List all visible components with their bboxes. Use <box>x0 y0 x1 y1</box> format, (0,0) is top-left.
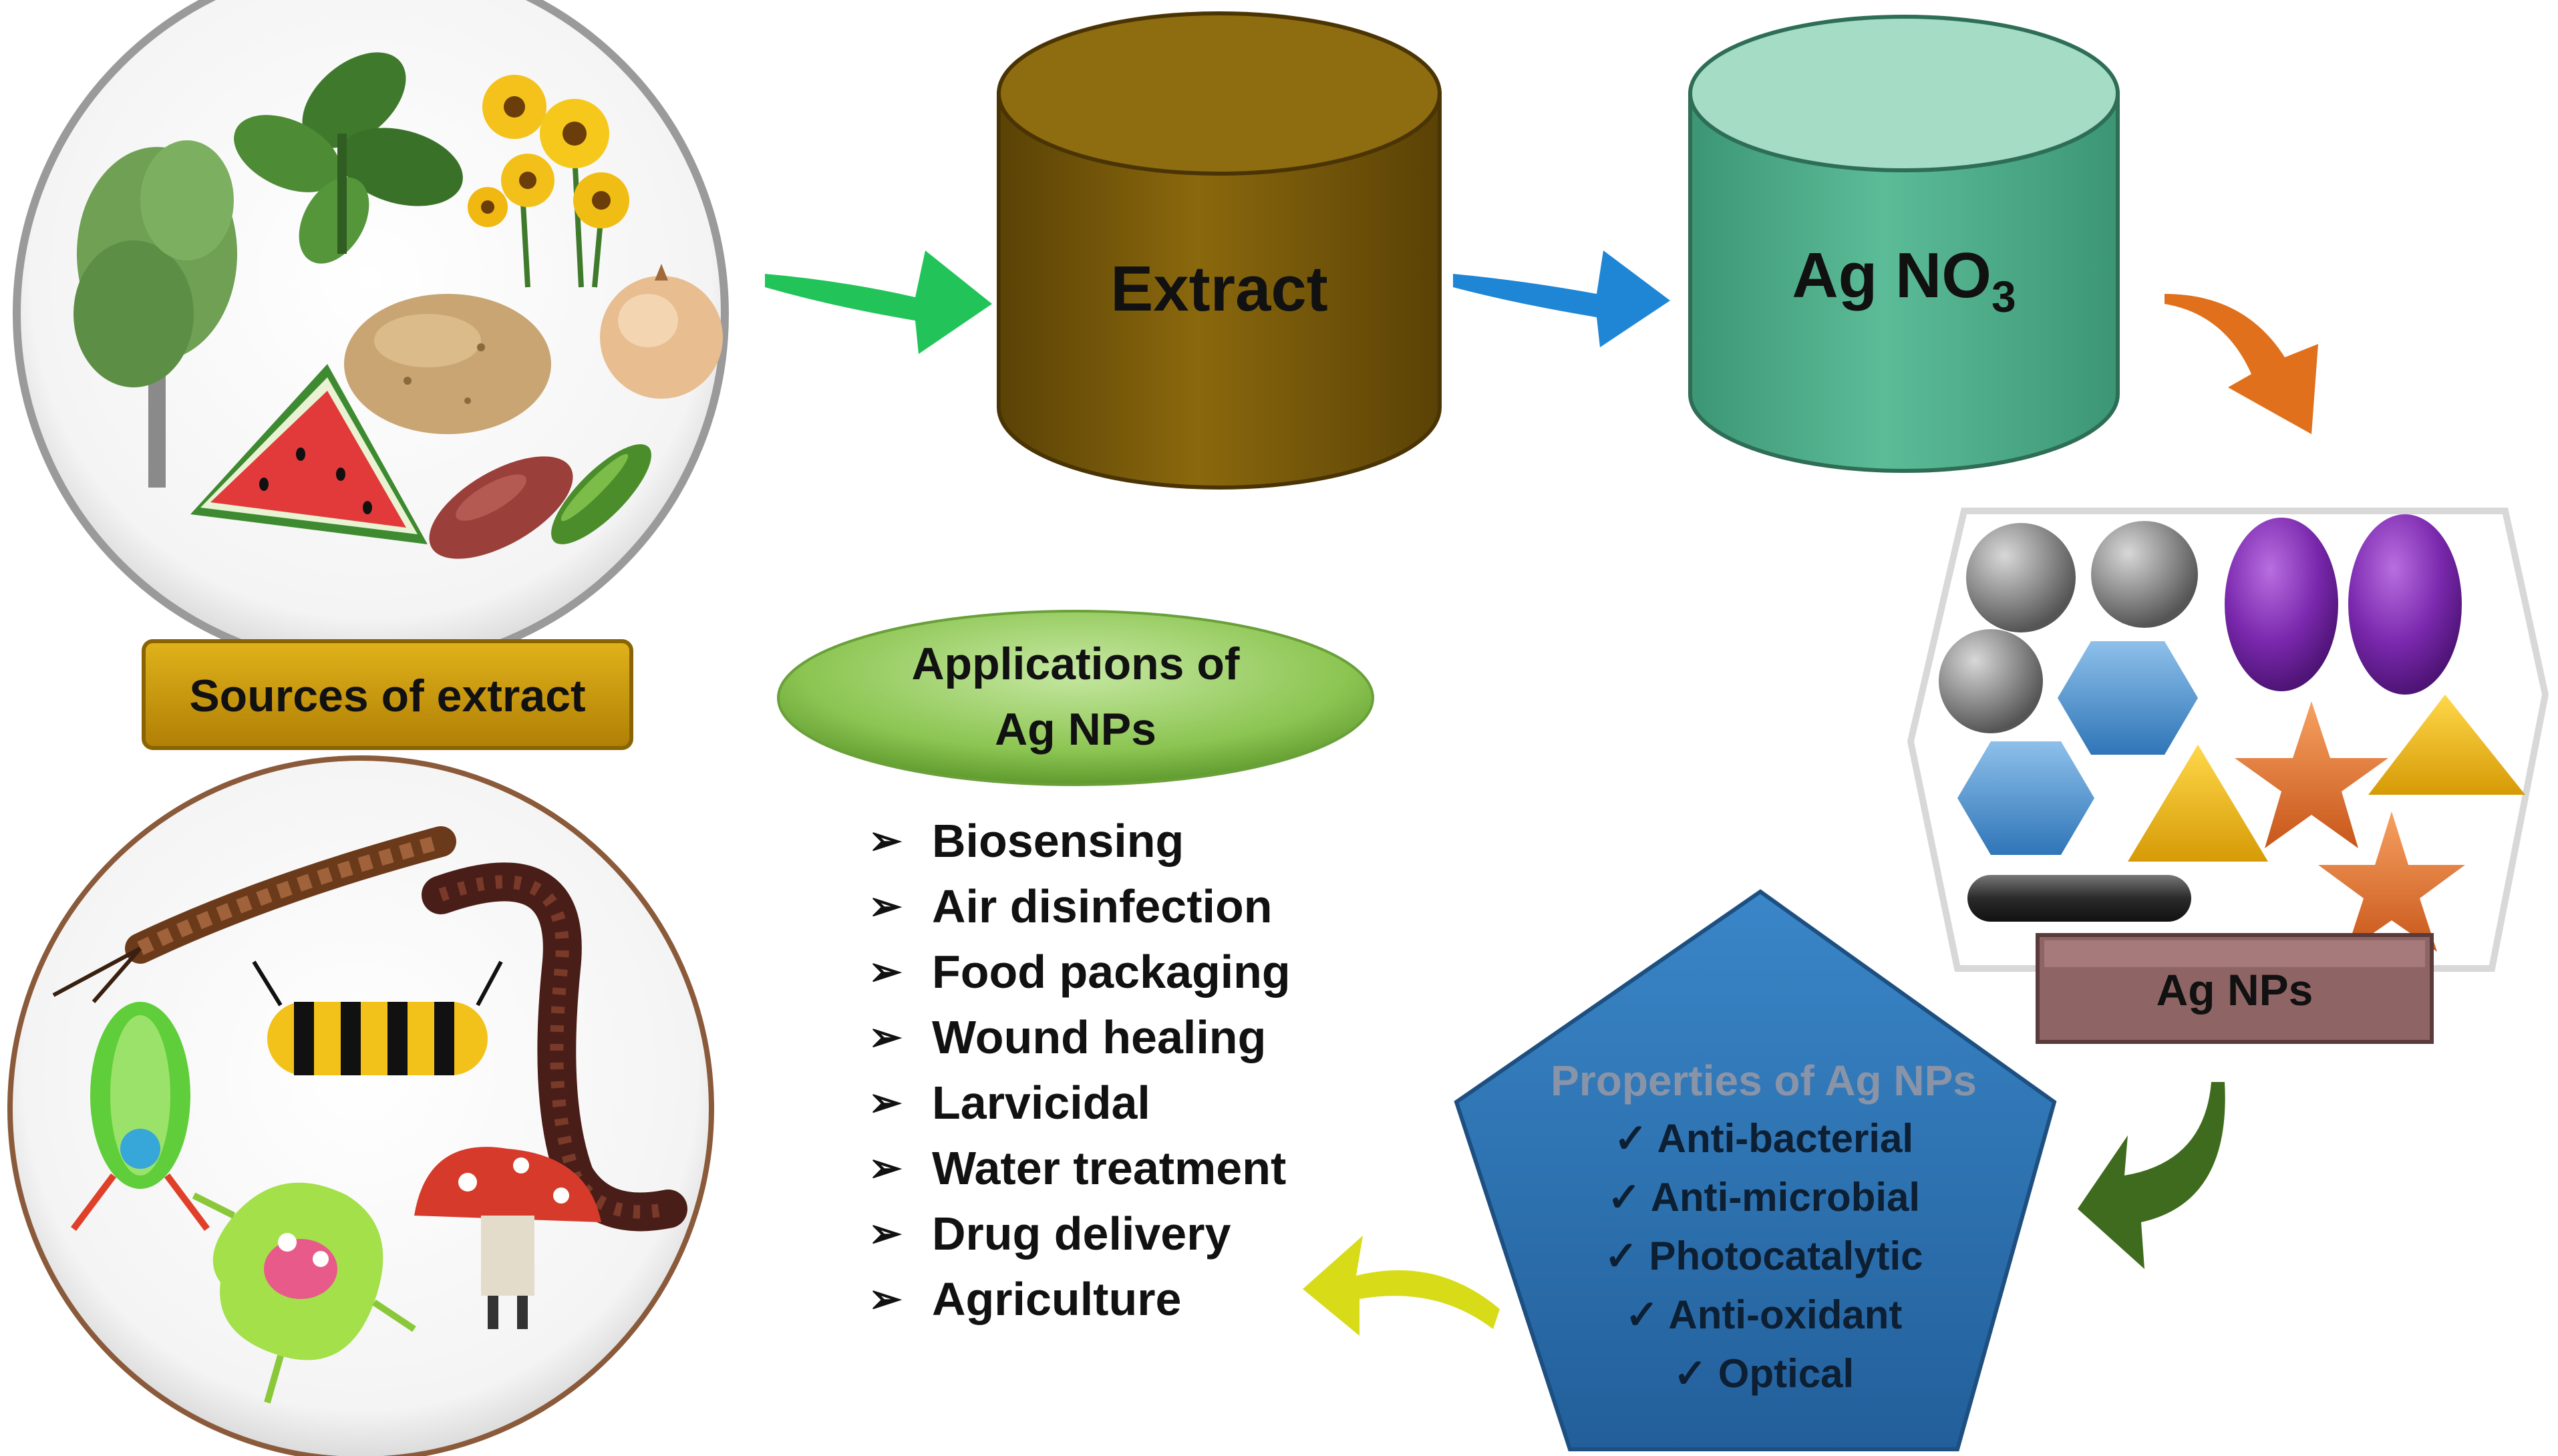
triangle-icon <box>2128 745 2268 862</box>
application-item: ➢ Larvicidal <box>868 1070 1470 1135</box>
checkmark-icon: ✓ <box>1625 1292 1659 1337</box>
property-item: ✓ Anti-bacterial <box>1614 1116 1913 1161</box>
application-label: Wound healing <box>932 1011 1267 1063</box>
property-label: Anti-oxidant <box>1668 1292 1902 1337</box>
applications-title-line2: Ag NPs <box>995 704 1156 755</box>
application-item: ➢ Agriculture <box>868 1266 1470 1332</box>
agno3-label: Ag NO3 <box>1792 240 2016 321</box>
extract-cylinder: Extract <box>997 11 1442 490</box>
rod-icon <box>1967 875 2191 922</box>
application-label: Water treatment <box>932 1142 1287 1194</box>
application-label: Biosensing <box>932 815 1184 867</box>
arrow-bullet-icon: ➢ <box>868 1080 903 1125</box>
tree-icon <box>73 140 237 488</box>
applications-title-line1: Applications of <box>911 639 1239 689</box>
agno3-cylinder: Ag NO3 <box>1688 15 2120 473</box>
nanoparticles-panel <box>1907 508 2549 972</box>
agnps-label: Ag NPs <box>2156 965 2313 1015</box>
arrow-bullet-icon: ➢ <box>868 884 903 928</box>
earthworm-icon <box>422 862 687 1232</box>
property-label: Anti-microbial <box>1651 1175 1920 1220</box>
arrow-bullet-icon: ➢ <box>868 949 903 994</box>
checkmark-icon: ✓ <box>1673 1351 1707 1396</box>
ellipsoid-icon <box>2225 518 2338 691</box>
arrow-bullet-icon: ➢ <box>868 1211 903 1256</box>
arrow-agno3-to-nps <box>2165 294 2318 434</box>
star-icon <box>2318 811 2465 952</box>
star-icon <box>2235 701 2388 848</box>
triangle-icon <box>2368 695 2525 795</box>
properties-list: ✓ Anti-bacterial✓ Anti-microbial✓ Photoc… <box>1604 1116 1923 1396</box>
sunflower-icon <box>468 75 629 288</box>
checkmark-icon: ✓ <box>1607 1175 1641 1220</box>
caterpillar-icon <box>252 960 503 1075</box>
application-label: Air disinfection <box>932 880 1273 932</box>
arrow-bullet-icon: ➢ <box>868 1276 903 1321</box>
application-label: Larvicidal <box>932 1077 1150 1129</box>
watermelon-icon <box>190 364 428 544</box>
sources-label-box: Sources of extract <box>142 639 633 750</box>
applications-oval: Applications of Ag NPs <box>777 610 1374 786</box>
property-item: ✓ Anti-microbial <box>1607 1175 1920 1220</box>
centipede-icon <box>52 826 456 1003</box>
arrow-bullet-icon: ➢ <box>868 1145 903 1190</box>
property-label: Anti-bacterial <box>1657 1116 1913 1161</box>
microbe-icon <box>192 1182 416 1404</box>
checkmark-icon: ✓ <box>1614 1116 1647 1161</box>
arrow-properties-to-applications <box>1303 1236 1500 1336</box>
leaf-icon <box>234 52 463 264</box>
mushroom-icon <box>414 1147 601 1329</box>
applications-list: ➢ Biosensing ➢ Air disinfection ➢ Food packag… <box>868 808 1470 1332</box>
property-label: Optical <box>1718 1351 1854 1396</box>
hexagon-icon <box>1957 741 2094 855</box>
sphere-icon <box>1939 629 2043 733</box>
sphere-icon <box>1966 523 2076 632</box>
ellipsoid-icon <box>2348 514 2462 695</box>
sweet-potato-icon <box>429 456 573 559</box>
cucumber-icon <box>551 444 651 544</box>
agnps-label-box: Ag NPs <box>2036 933 2434 1044</box>
application-item: ➢ Drug delivery <box>868 1201 1470 1266</box>
application-item: ➢ Biosensing <box>868 808 1470 874</box>
checkmark-icon: ✓ <box>1604 1234 1637 1278</box>
property-item: ✓ Photocatalytic <box>1604 1234 1923 1278</box>
arrow-extract-to-agno3 <box>1453 250 1670 347</box>
arrow-nps-to-properties <box>2078 1082 2225 1269</box>
extract-label: Extract <box>1110 253 1328 325</box>
hexagon-icon <box>2058 641 2198 755</box>
application-label: Agriculture <box>932 1273 1182 1325</box>
application-item: ➢ Food packaging <box>868 939 1470 1005</box>
application-label: Food packaging <box>932 946 1291 998</box>
onion-icon <box>600 260 723 399</box>
properties-pentagon: Properties of Ag NPs ✓ Anti-bacterial✓ A… <box>1454 889 2057 1451</box>
property-label: Photocatalytic <box>1649 1234 1923 1278</box>
sphere-icon <box>2091 521 2198 628</box>
property-item: ✓ Anti-oxidant <box>1625 1292 1903 1337</box>
arrow-bullet-icon: ➢ <box>868 818 903 863</box>
sources-plate <box>13 0 729 672</box>
arrow-bullet-icon: ➢ <box>868 1015 903 1059</box>
potato-icon <box>344 294 551 434</box>
application-item: ➢ Water treatment <box>868 1135 1470 1201</box>
application-item: ➢ Wound healing <box>868 1005 1470 1070</box>
sources-label: Sources of extract <box>189 671 585 721</box>
arrow-sources-to-extract <box>765 250 992 354</box>
mantis-shrimp-icon <box>71 1002 210 1231</box>
application-item: ➢ Air disinfection <box>868 874 1470 939</box>
property-item: ✓ Optical <box>1673 1351 1854 1396</box>
properties-title: Properties of Ag NPs <box>1551 1057 1977 1105</box>
organisms-plate <box>7 755 714 1456</box>
application-label: Drug delivery <box>932 1208 1231 1260</box>
